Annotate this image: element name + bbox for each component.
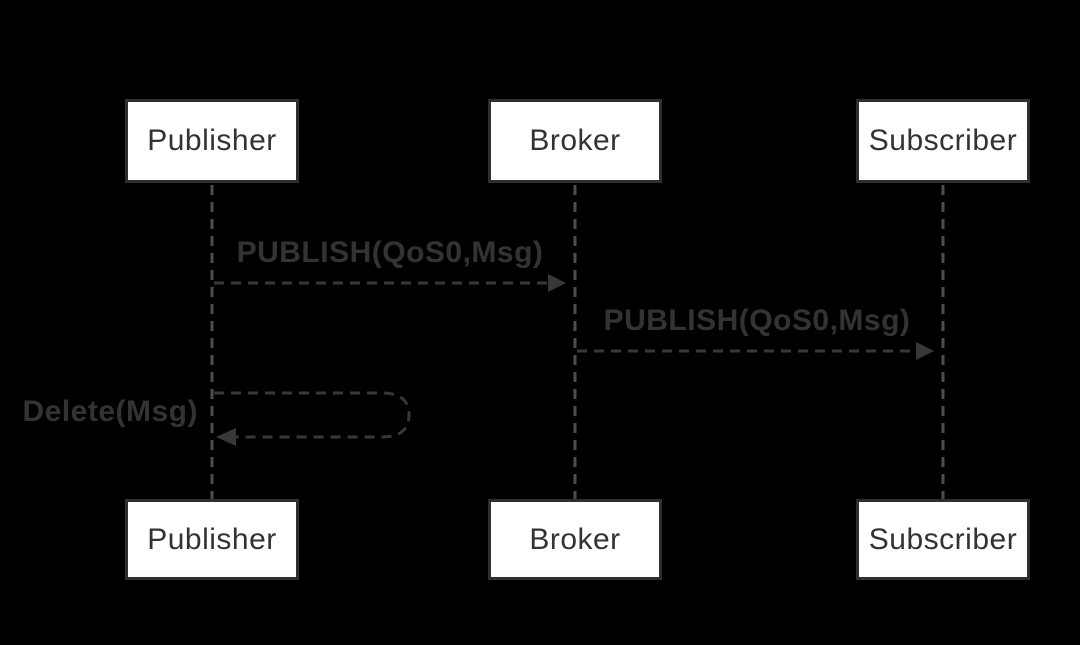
actor-label-publisher-bottom: Publisher xyxy=(147,522,277,556)
actor-label-publisher-top: Publisher xyxy=(147,124,277,157)
message-label-publish-to-broker: PUBLISH(QoS0,Msg) xyxy=(236,236,544,269)
actor-label-subscriber-top: Subscriber xyxy=(868,124,1018,157)
actor-label-broker-top: Broker xyxy=(529,124,621,157)
actor-label-broker-bottom: Broker xyxy=(529,522,621,556)
arrowhead-self-loop-delete xyxy=(216,428,236,446)
actor-box-broker-top: Broker xyxy=(488,99,662,183)
actor-box-publisher-top: Publisher xyxy=(125,99,299,183)
message-label-publish-to-subscriber: PUBLISH(QoS0,Msg) xyxy=(603,304,911,337)
actor-box-subscriber-top: Subscriber xyxy=(856,99,1030,183)
self-loop-delete-path xyxy=(214,391,411,439)
actor-box-broker-bottom: Broker xyxy=(488,499,662,580)
actor-box-subscriber-bottom: Subscriber xyxy=(856,499,1030,580)
actor-label-subscriber-bottom: Subscriber xyxy=(868,522,1018,556)
actor-box-publisher-bottom: Publisher xyxy=(125,499,299,580)
message-label-delete-self: Delete(Msg) xyxy=(22,395,198,428)
arrowhead-publish-to-broker xyxy=(548,274,566,292)
arrowhead-publish-to-subscriber xyxy=(916,342,934,360)
